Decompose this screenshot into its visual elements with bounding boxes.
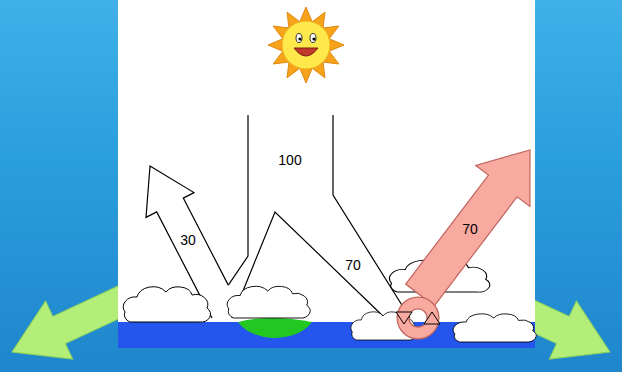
sun-pupil	[298, 37, 301, 40]
label-slot: 70	[461, 221, 479, 237]
cycle-head	[396, 312, 412, 324]
label-slot: 100	[277, 152, 302, 168]
value-label: 70	[461, 221, 479, 237]
emitted-arrow	[406, 150, 530, 306]
sun-smile	[294, 48, 318, 56]
value-label: 70	[344, 257, 362, 273]
sun-eye	[296, 34, 302, 43]
beam-left-edge	[228, 115, 248, 285]
sun	[268, 7, 344, 83]
land	[238, 318, 312, 338]
cycle-head	[424, 312, 440, 324]
sun-rays	[268, 7, 344, 83]
label-slot: 30	[179, 232, 197, 248]
cycle-arrows	[396, 303, 440, 333]
cloud	[453, 314, 536, 342]
sun-eye	[310, 34, 316, 43]
reflected-arrow	[146, 166, 228, 299]
sun-pupil	[312, 37, 315, 40]
label-slot: 70	[344, 257, 362, 273]
value-label: 30	[179, 232, 197, 248]
cloud	[123, 287, 210, 322]
panel	[118, 0, 535, 348]
cloud	[227, 286, 310, 318]
beam-lines	[202, 115, 410, 318]
value-label: 100	[277, 152, 302, 168]
sun-disc	[282, 21, 330, 69]
clouds	[123, 260, 536, 342]
